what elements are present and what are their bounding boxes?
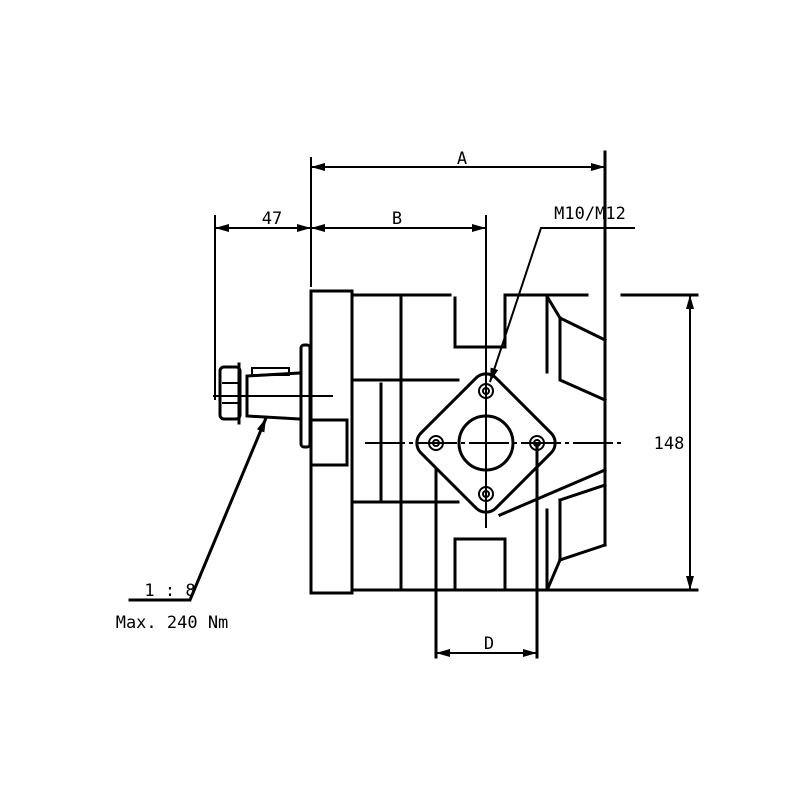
dimension-a-label: A xyxy=(457,149,467,169)
dimension-b-label: B xyxy=(392,209,402,229)
dimension-148-label: 148 xyxy=(654,434,685,454)
thread-callout: M10/M12 xyxy=(489,204,635,383)
drive-shaft xyxy=(213,343,333,449)
dimension-b: B xyxy=(311,209,487,528)
dimension-a: A xyxy=(310,149,605,287)
bolt-holes xyxy=(428,383,545,502)
max-torque-label: Max. 240 Nm xyxy=(116,613,229,633)
thread-callout-label: M10/M12 xyxy=(554,204,626,224)
dimension-47: 47 xyxy=(214,209,311,400)
port-flange xyxy=(415,370,557,528)
pump-body xyxy=(309,150,625,595)
dimension-d-label: D xyxy=(484,634,494,654)
dimension-148: 148 xyxy=(546,293,699,592)
dimension-47-label: 47 xyxy=(262,209,282,229)
taper-callout: 1 : 8 Max. 240 Nm xyxy=(116,416,268,633)
taper-label: 1 : 8 xyxy=(144,581,195,601)
